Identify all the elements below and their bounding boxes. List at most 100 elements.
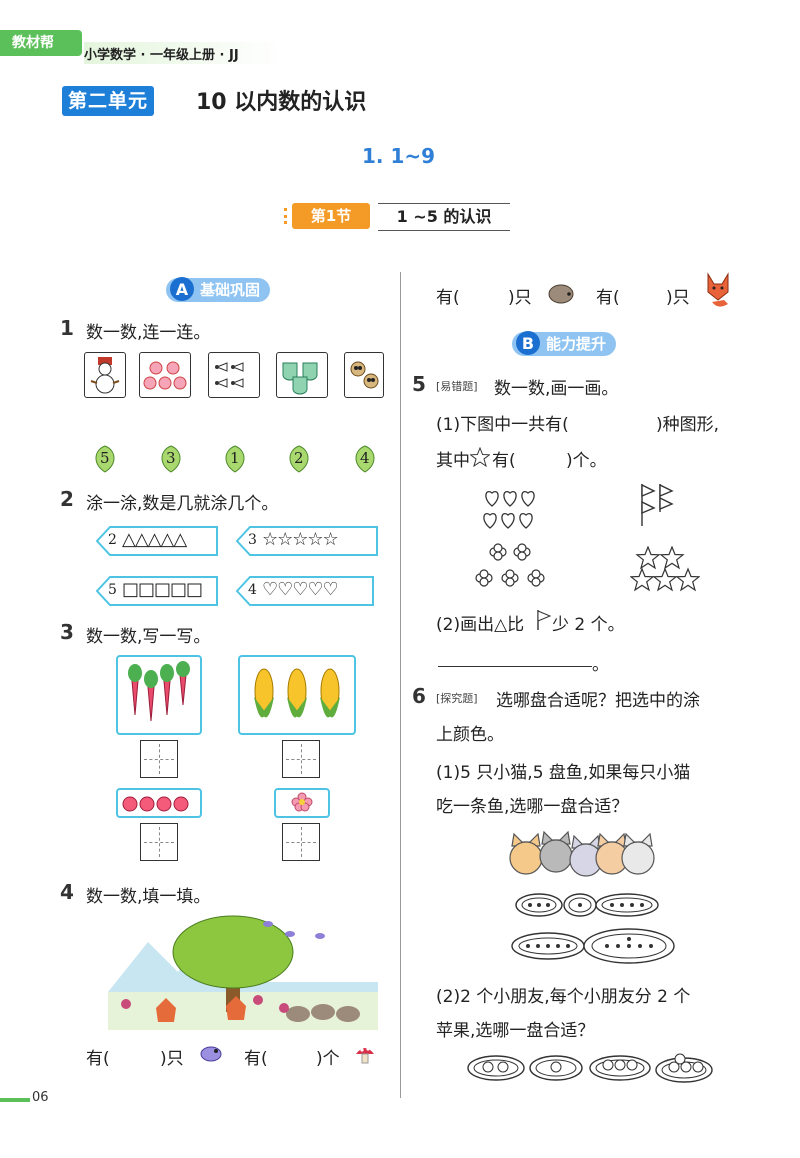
arrow-number: 4 <box>248 582 257 598</box>
arrow-number: 2 <box>108 532 117 548</box>
page-number-bar <box>0 1098 30 1102</box>
q2-text: 涂一涂,数是几就涂几个。 <box>86 494 279 514</box>
peach-card[interactable] <box>139 352 191 398</box>
q1-text: 数一数,连一连。 <box>86 323 211 343</box>
q4-blank-mushroom[interactable] <box>272 1046 316 1066</box>
answer-grid-corn[interactable] <box>282 740 320 778</box>
leaf-number: 5 <box>100 449 110 467</box>
q4-fill-mushroom-close: )个 <box>316 1049 340 1069</box>
column-divider <box>400 272 401 1098</box>
corn-frame <box>238 655 356 735</box>
level-b-badge: B 能力提升 <box>512 331 617 356</box>
q6-text: 选哪盘合适呢？把选中的涂 <box>496 691 700 711</box>
level-a-label: 基础巩固 <box>200 281 261 299</box>
mushroom-icon <box>356 1047 374 1064</box>
forest-scene <box>108 912 378 1030</box>
arrow-tag-4[interactable]: 4 ♡♡♡♡♡ <box>236 576 374 606</box>
fish-plate-3[interactable] <box>514 892 564 918</box>
owl-card[interactable] <box>344 352 384 398</box>
arrow-tag-outline <box>236 526 378 556</box>
fish-plate-5[interactable] <box>510 930 586 962</box>
q1-number: 1 <box>60 316 74 340</box>
q2-number: 2 <box>60 487 74 511</box>
bird-icon <box>200 1046 222 1062</box>
section-badge: 第1节 <box>292 203 370 229</box>
apple-plate-4[interactable] <box>654 1048 714 1084</box>
q5-answer-line[interactable] <box>438 666 592 667</box>
stars-group <box>630 546 700 592</box>
q6-tag: [探究题] <box>436 692 478 705</box>
level-a-letter: A <box>170 277 194 301</box>
peach-icon <box>143 361 187 390</box>
cup-card[interactable] <box>276 352 328 398</box>
arrow-tag-outline <box>96 526 218 556</box>
q5-p2-start: (2)画出△比 <box>436 615 525 635</box>
answer-grid-radish[interactable] <box>140 740 178 778</box>
q4-fill-hedgehog-open: 有( <box>436 288 460 308</box>
answer-grid-flower[interactable] <box>282 823 320 861</box>
arrow-shapes: ♡♡♡♡♡ <box>262 579 339 600</box>
shuttlecock-card[interactable] <box>208 352 260 398</box>
q4-text: 数一数,填一填。 <box>86 887 211 907</box>
q6-text-2: 上颜色。 <box>436 725 504 745</box>
arrow-tag-3[interactable]: 3 ☆☆☆☆☆ <box>236 526 378 556</box>
arrow-shapes: △△△△△ <box>122 529 187 550</box>
flags-group <box>641 483 674 526</box>
flag-icon <box>537 610 552 630</box>
arrow-number: 5 <box>108 582 117 598</box>
apple-icon <box>122 796 189 812</box>
leaf-row: 5 3 1 2 4 <box>90 444 390 474</box>
leaf-icon <box>355 445 375 473</box>
arrow-tag-outline <box>236 576 374 606</box>
leaf-3[interactable]: 3 <box>156 444 186 474</box>
q4-blank-fox[interactable] <box>624 285 664 305</box>
hedgehog-icon <box>548 284 574 304</box>
fish-plate-4[interactable] <box>594 892 660 918</box>
arrow-tag-outline <box>96 576 218 606</box>
brand-tag: 教材帮 <box>0 30 82 56</box>
clovers-group <box>475 543 545 587</box>
series-title: 小学数学 · 一年级上册 · JJ <box>84 48 239 63</box>
leaf-2[interactable]: 2 <box>284 444 314 474</box>
apple-plate-3[interactable] <box>588 1050 652 1082</box>
fish-plate-6[interactable] <box>582 926 676 966</box>
unit-title: 10 以内数的认识 <box>196 90 367 115</box>
header-band <box>84 42 284 64</box>
q5-tag: [易错题] <box>436 380 478 393</box>
leaf-icon <box>161 445 181 473</box>
q3-text: 数一数,写一写。 <box>86 627 211 647</box>
q5-blank-stars[interactable] <box>526 448 564 468</box>
leaf-number: 1 <box>230 449 240 467</box>
q6-p2-line1: (2)2 个小朋友,每个小朋友分 2 个 <box>436 987 691 1007</box>
arrow-tag-2[interactable]: 2 △△△△△ <box>96 526 218 556</box>
radish-icon <box>128 661 190 722</box>
leaf-number: 4 <box>360 449 370 467</box>
snowman-card[interactable] <box>84 352 126 398</box>
q5-p1-ge: )个。 <box>566 451 607 471</box>
leaf-number: 3 <box>166 449 176 467</box>
leaf-5[interactable]: 5 <box>90 444 120 474</box>
arrow-tag-5[interactable]: 5 □□□□□ <box>96 576 218 606</box>
corn-icon <box>254 668 340 718</box>
q4-blank-hedgehog[interactable] <box>464 285 504 305</box>
apple-frame <box>116 788 202 818</box>
fox-icon <box>707 272 729 307</box>
level-b-letter: B <box>516 331 540 355</box>
answer-grid-apple[interactable] <box>140 823 178 861</box>
q4-blank-bird[interactable] <box>114 1046 158 1066</box>
leaf-4[interactable]: 4 <box>350 444 380 474</box>
apple-plate-1[interactable] <box>528 1052 584 1082</box>
fish-plate-1[interactable] <box>562 892 598 918</box>
q3-number: 3 <box>60 620 74 644</box>
q6-number: 6 <box>412 684 426 708</box>
page-number: 06 <box>32 1090 49 1105</box>
q6-p1-line2: 吃一条鱼,选哪一盘合适？ <box>436 797 629 817</box>
arrow-shapes: ☆☆☆☆☆ <box>262 529 339 550</box>
q4-fill-bird-open: 有( <box>86 1049 110 1069</box>
leaf-1[interactable]: 1 <box>220 444 250 474</box>
q5-blank-kinds[interactable] <box>592 412 652 432</box>
q5-p1-you: 有( <box>492 451 516 471</box>
apple-plate-2[interactable] <box>466 1052 526 1082</box>
flower-frame <box>274 788 330 818</box>
leaf-icon <box>289 445 309 473</box>
